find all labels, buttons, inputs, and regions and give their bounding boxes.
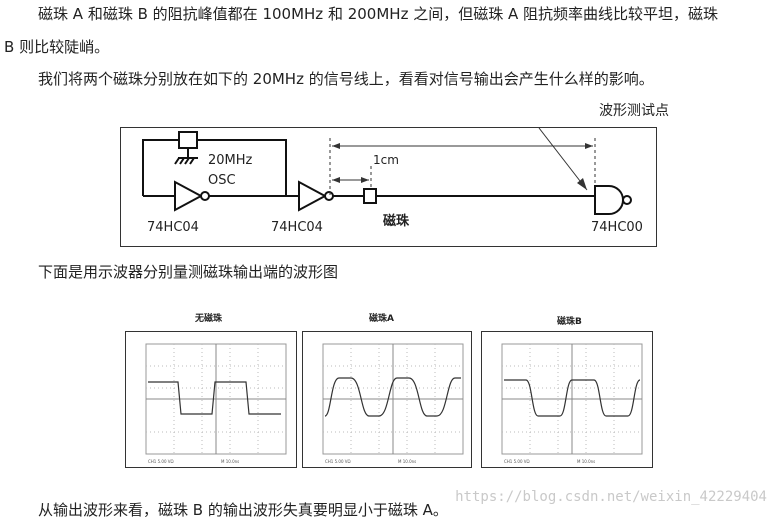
test-point-arrowhead: [577, 178, 587, 190]
scope-1-footer-left: CH1 5.00 VΩ: [148, 459, 174, 464]
scope-3-footer-right: M 10.0ns: [577, 459, 595, 464]
scope-3: CH1 5.00 VΩ M 10.0ns: [481, 331, 653, 468]
chip-1-label: 74HC04: [147, 220, 199, 235]
paragraph-1-line-1: 磁珠 A 和磁珠 B 的阻抗峰值都在 100MHz 和 200MHz 之间，但磁…: [38, 5, 719, 23]
oscillator-symbol: [178, 131, 198, 149]
paragraph-4: 从输出波形来看，磁珠 B 的输出波形失真要明显小于磁珠 A。: [38, 501, 448, 519]
feedback-wire: [142, 139, 287, 196]
distance-label: 1cm: [373, 153, 399, 167]
inverter-1: [174, 180, 204, 212]
circuit-diagram: 20MHz OSC 1cm 磁珠 74HC04 74HC04 74HC00: [120, 127, 657, 247]
scope-2-footer-left: CH1 5.00 VΩ: [325, 459, 351, 464]
scope-1-title: 无磁珠: [195, 314, 223, 324]
scope-2-waveform: [324, 377, 461, 417]
watermark: https://blog.csdn.net/weixin_42229404: [455, 489, 767, 505]
scope-2-title: 磁珠A: [369, 314, 394, 324]
paragraph-2: 我们将两个磁珠分别放在如下的 20MHz 的信号线上，看看对信号输出会产生什么样…: [38, 70, 654, 88]
scope-1-screen: CH1 5.00 VΩ M 10.0ns: [145, 343, 287, 464]
scope-2-screen: CH1 5.00 VΩ M 10.0ns: [322, 343, 464, 464]
scope-3-screen: CH1 5.00 VΩ M 10.0ns: [501, 343, 643, 464]
chip-2-label: 74HC04: [271, 220, 323, 235]
scope-1: CH1 5.00 VΩ M 10.0ns: [125, 331, 297, 468]
scope-1-waveform: [148, 381, 281, 415]
paragraph-3: 下面是用示波器分别量测磁珠输出端的波形图: [38, 263, 339, 281]
paragraph-1-line-2: B 则比较陡峭。: [4, 38, 110, 56]
scope-2-footer-right: M 10.0ns: [398, 459, 416, 464]
osc-label: OSC: [208, 173, 236, 188]
test-point-label: 波形测试点: [599, 103, 669, 119]
inverter-2: [298, 180, 328, 212]
osc-freq-label: 20MHz: [208, 153, 253, 168]
circuit-schematic: [142, 127, 632, 215]
nand-gate: [594, 185, 624, 215]
scope-3-waveform: [504, 379, 641, 417]
scope-1-footer-right: M 10.0ns: [221, 459, 239, 464]
bead-label: 磁珠: [383, 214, 410, 229]
scope-3-title: 磁珠B: [557, 317, 582, 327]
ferrite-bead-symbol: [363, 188, 377, 204]
test-point-pointer: [538, 127, 588, 191]
scope-3-footer-left: CH1 5.00 VΩ: [504, 459, 530, 464]
chip-3-label: 74HC00: [591, 220, 643, 235]
scope-2: CH1 5.00 VΩ M 10.0ns: [302, 331, 472, 468]
